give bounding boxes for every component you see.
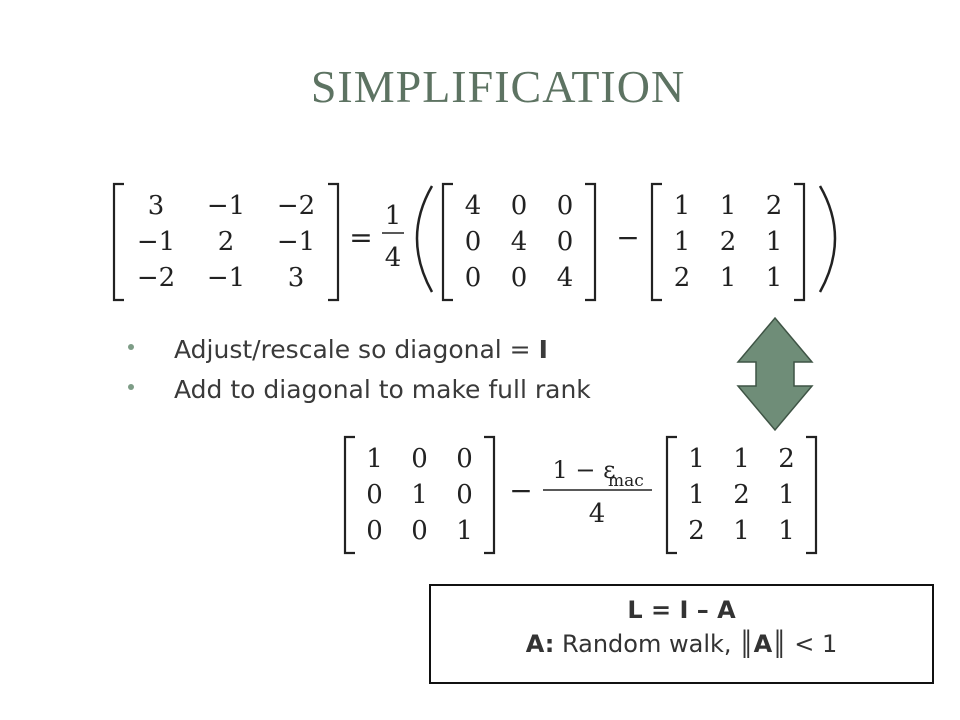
matrix-cell: 2 [766, 191, 783, 221]
matrix-cell: 0 [511, 263, 528, 293]
matrix-cell: 0 [366, 516, 383, 546]
matrix-cell: 4 [557, 263, 574, 293]
left-bracket [650, 182, 662, 302]
fraction-numerator: 1 [385, 201, 402, 231]
minus-sign: − [616, 221, 639, 254]
fraction-numerator: 1 − ε [552, 456, 615, 484]
matrix-cell: 1 [778, 480, 795, 510]
matrix-cell: 1 [674, 191, 691, 221]
matrix-cell: 3 [148, 191, 165, 221]
matrix-cell: 1 [674, 227, 691, 257]
bullet-dot-icon [128, 384, 134, 390]
matrix-cell: 1 [688, 444, 705, 474]
bullet-text: Add to diagonal to make full rank [174, 375, 591, 404]
matrix-cell: 1 [720, 191, 737, 221]
matrix-cell: 1 [688, 480, 705, 510]
up-down-arrow-icon [736, 316, 814, 432]
slide-title: SIMPLIFICATION [310, 61, 686, 112]
right-bracket [585, 182, 597, 302]
fraction-denominator: 4 [589, 499, 606, 529]
callout-end: < 1 [786, 630, 838, 658]
matrix-cell: 0 [411, 516, 428, 546]
right-bracket [806, 435, 818, 555]
norm-symbol: A [753, 630, 773, 658]
callout-equation: L = I – A [627, 596, 736, 624]
equals-sign: = [349, 221, 372, 254]
callout-text: Random walk, [554, 630, 740, 658]
matrix-cell: 0 [366, 480, 383, 510]
matrix-cell: 2 [688, 516, 705, 546]
matrix-cell: 1 [456, 516, 473, 546]
matrix-cell: 3 [288, 263, 305, 293]
matrix-cell: −1 [207, 191, 245, 221]
matrix-cell: −1 [207, 263, 245, 293]
fraction-denominator: 4 [385, 243, 402, 273]
matrix-cell: 2 [674, 263, 691, 293]
bullet-text: Adjust/rescale so diagonal = [174, 335, 539, 364]
right-bracket [328, 182, 340, 302]
matrix-cell: 1 [411, 480, 428, 510]
matrix-cell: 0 [557, 191, 574, 221]
matrix-cell: −2 [277, 191, 315, 221]
matrix-cell: 0 [465, 227, 482, 257]
callout-box: L = I – A A: Random walk, ║A║ < 1 [429, 584, 934, 684]
callout-description: A: Random walk, ║A║ < 1 [431, 630, 932, 658]
norm-bar-right: ║ [772, 630, 787, 658]
matrix-cell: 2 [778, 444, 795, 474]
matrix-cell: 1 [733, 444, 750, 474]
left-bracket [665, 435, 677, 555]
minus-sign: − [509, 474, 532, 507]
fraction-subscript: mac [608, 471, 644, 491]
matrix-cell: 0 [511, 191, 528, 221]
matrix-cell: −1 [137, 227, 175, 257]
matrix-cell: 2 [720, 227, 737, 257]
matrix-cell: 4 [511, 227, 528, 257]
bullet-list: Adjust/rescale so diagonal = I Add to di… [128, 330, 591, 410]
left-bracket [112, 182, 124, 302]
left-paren [415, 185, 434, 293]
matrix-cell: 1 [720, 263, 737, 293]
bullet-dot-icon [128, 344, 134, 350]
callout-label: A: [525, 630, 555, 658]
matrix-cell: 1 [733, 516, 750, 546]
matrix-cell: −2 [137, 263, 175, 293]
norm-bar-left: ║ [739, 630, 754, 658]
right-bracket [794, 182, 806, 302]
matrix-cell: −1 [277, 227, 315, 257]
matrix-cell: 0 [557, 227, 574, 257]
matrix-cell: 2 [218, 227, 235, 257]
matrix-cell: 2 [733, 480, 750, 510]
matrix-cell: 0 [411, 444, 428, 474]
right-bracket [484, 435, 496, 555]
matrix-cell: 0 [465, 263, 482, 293]
left-bracket [343, 435, 355, 555]
bullet-bold: I [538, 335, 548, 364]
matrix-cell: 4 [465, 191, 482, 221]
left-bracket [441, 182, 453, 302]
matrix-lhs: 3 −1 −2 −1 2 −1 −2 −1 3 [112, 182, 340, 302]
matrix-cell: 1 [366, 444, 383, 474]
right-paren [818, 185, 837, 293]
bullet-item: Adjust/rescale so diagonal = I [128, 330, 591, 370]
matrix-cell: 1 [766, 263, 783, 293]
bullet-item: Add to diagonal to make full rank [128, 370, 591, 410]
matrix-cell: 0 [456, 444, 473, 474]
matrix-cell: 1 [766, 227, 783, 257]
matrix-cell: 1 [778, 516, 795, 546]
matrix-cell: 0 [456, 480, 473, 510]
